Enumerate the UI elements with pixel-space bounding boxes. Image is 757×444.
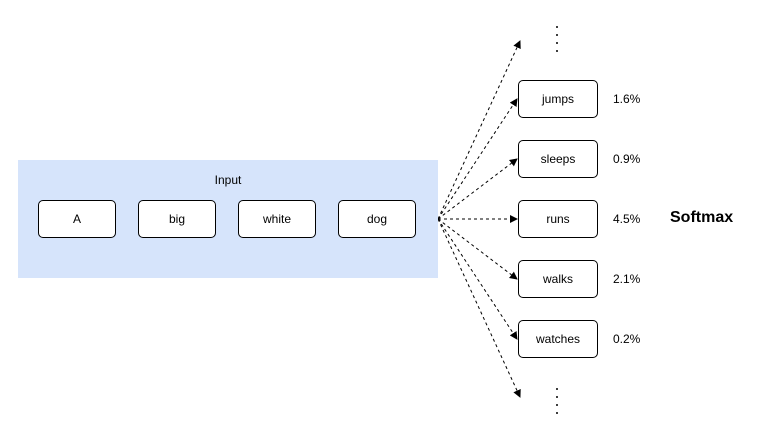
token-box-white: white	[238, 200, 316, 238]
arrow-to-jumps	[437, 98, 518, 220]
output-box-walks: walks	[518, 260, 598, 298]
prob-watches: 0.2%	[613, 332, 641, 346]
softmax-label: Softmax	[670, 209, 734, 226]
arrow-to-watches	[437, 218, 518, 340]
input-title: Input	[214, 173, 242, 187]
token-box-a: A	[38, 200, 116, 238]
output-box-watches: watches	[518, 320, 598, 358]
output-box-runs: runs	[518, 200, 598, 238]
prob-walks: 2.1%	[613, 272, 641, 286]
output-box-jumps: jumps	[518, 80, 598, 118]
input-panel: Input A big white dog	[18, 160, 438, 278]
prob-runs: 4.5%	[613, 212, 641, 226]
output-box-sleeps: sleeps	[518, 140, 598, 178]
arrow-to-sleeps	[437, 158, 518, 220]
token-box-big: big	[138, 200, 216, 238]
prob-jumps: 1.6%	[613, 92, 641, 106]
arrow-to-bottom-ellipsis	[437, 218, 521, 398]
arrow-to-walks	[437, 218, 518, 280]
arrow-to-top-ellipsis	[437, 40, 521, 220]
token-box-dog: dog	[338, 200, 416, 238]
top-ellipsis	[553, 26, 561, 58]
bottom-ellipsis	[553, 388, 561, 420]
prob-sleeps: 0.9%	[613, 152, 641, 166]
